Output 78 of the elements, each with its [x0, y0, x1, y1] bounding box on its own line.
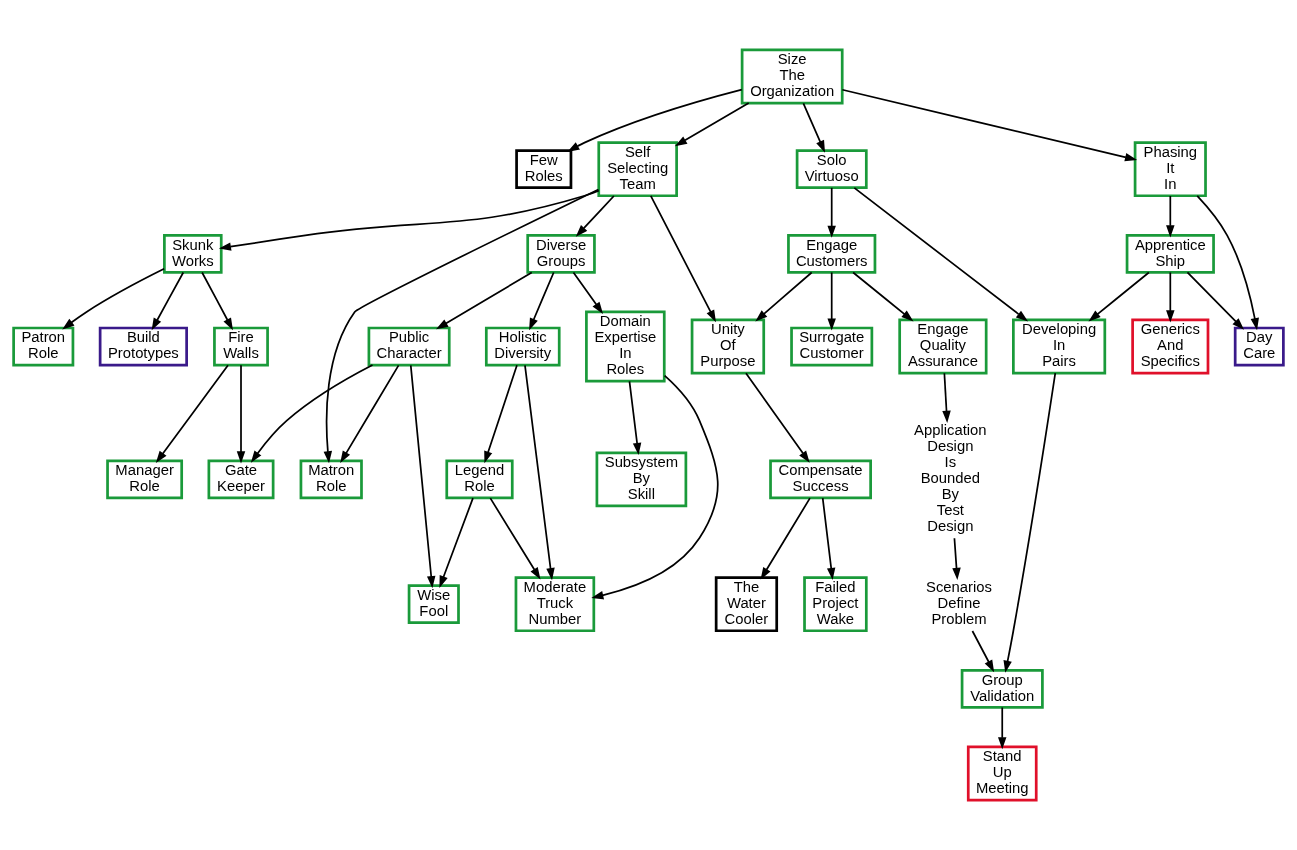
arrow — [1088, 271, 1150, 322]
node-box: Public Character — [367, 326, 451, 367]
arrow — [952, 537, 961, 581]
arrow — [524, 364, 555, 581]
node-box: Surrogate Customer — [790, 326, 874, 367]
node-box: Wise Fool — [407, 584, 460, 625]
arrow — [853, 186, 1029, 322]
arrow — [218, 189, 600, 251]
arrow — [439, 497, 474, 588]
arrow — [745, 372, 810, 463]
node-box: Solo Virtuoso — [795, 149, 868, 190]
arrow — [409, 364, 436, 589]
node-box: Build Prototypes — [98, 326, 188, 367]
arrow — [971, 630, 995, 673]
arrow — [572, 271, 604, 314]
arrow — [1196, 195, 1259, 331]
node-box: Manager Role — [106, 459, 184, 500]
node-box: Compensate Success — [769, 459, 872, 500]
arrow — [852, 271, 914, 322]
node-box: Diverse Groups — [526, 233, 596, 274]
arrow — [755, 271, 813, 322]
node-box: Domain Expertise In Roles — [585, 310, 666, 383]
node-box: Skunk Works — [163, 233, 223, 274]
node-box: Apprentice Ship — [1125, 233, 1215, 274]
arrow — [529, 271, 555, 331]
arrow — [674, 102, 750, 147]
node-box: Gate Keeper — [207, 459, 275, 500]
arrow — [1166, 271, 1175, 323]
node-box: Day Care — [1233, 326, 1285, 367]
arrow — [340, 364, 400, 464]
node-box: Engage Customers — [787, 233, 877, 274]
node-box: Patron Role — [12, 326, 75, 367]
arrow — [760, 497, 811, 580]
node-box: Engage Quality Assurance — [898, 318, 988, 375]
arrow — [575, 195, 615, 237]
node-box: Holistic Diversity — [484, 326, 561, 367]
arrow — [591, 374, 719, 600]
node-box: Developing In Pairs — [1012, 318, 1107, 375]
node-box: Self Selecting Team — [597, 141, 678, 198]
node-box: Matron Role — [299, 459, 363, 500]
arrow — [827, 271, 836, 331]
arrow — [821, 497, 836, 580]
arrow — [323, 188, 600, 464]
node-box: Moderate Truck Number — [514, 576, 596, 633]
arrow — [155, 364, 229, 463]
arrow — [942, 372, 951, 423]
arrow — [802, 102, 826, 153]
node-box: Phasing It In — [1133, 141, 1207, 198]
arrow — [998, 706, 1007, 750]
node-box: Legend Role — [445, 459, 514, 500]
node-box: Fire Walls — [213, 326, 269, 367]
node-box: Few Roles — [515, 149, 573, 190]
arrow — [1186, 271, 1244, 330]
arrow — [1003, 372, 1057, 673]
arrow — [484, 364, 518, 464]
node-box: Unity Of Purpose — [690, 318, 766, 375]
arrow — [489, 497, 541, 580]
arrow — [62, 267, 165, 330]
node-box: Stand Up Meeting — [966, 745, 1038, 802]
arrow — [841, 88, 1138, 162]
arrow — [151, 271, 185, 331]
node-box: Group Validation — [960, 668, 1044, 709]
node-box: Subsystem By Skill — [595, 451, 688, 508]
node-box: Generics And Specifics — [1131, 318, 1210, 375]
arrow — [236, 364, 246, 464]
arrow — [201, 271, 233, 331]
arrow — [628, 380, 642, 456]
node-text: Application Design Is Bounded By Test Design — [914, 422, 987, 535]
node-text: Scenarios Define Problem — [926, 578, 992, 628]
arrow — [1166, 195, 1175, 238]
node-box: Failed Project Wake — [803, 576, 868, 633]
arrow — [436, 271, 533, 330]
arrow — [649, 195, 716, 323]
arrow — [567, 88, 743, 152]
node-box: The Water Cooler — [714, 576, 779, 633]
node-box: Size The Organization — [740, 48, 844, 105]
arrow — [827, 187, 836, 238]
arrow — [250, 364, 374, 463]
